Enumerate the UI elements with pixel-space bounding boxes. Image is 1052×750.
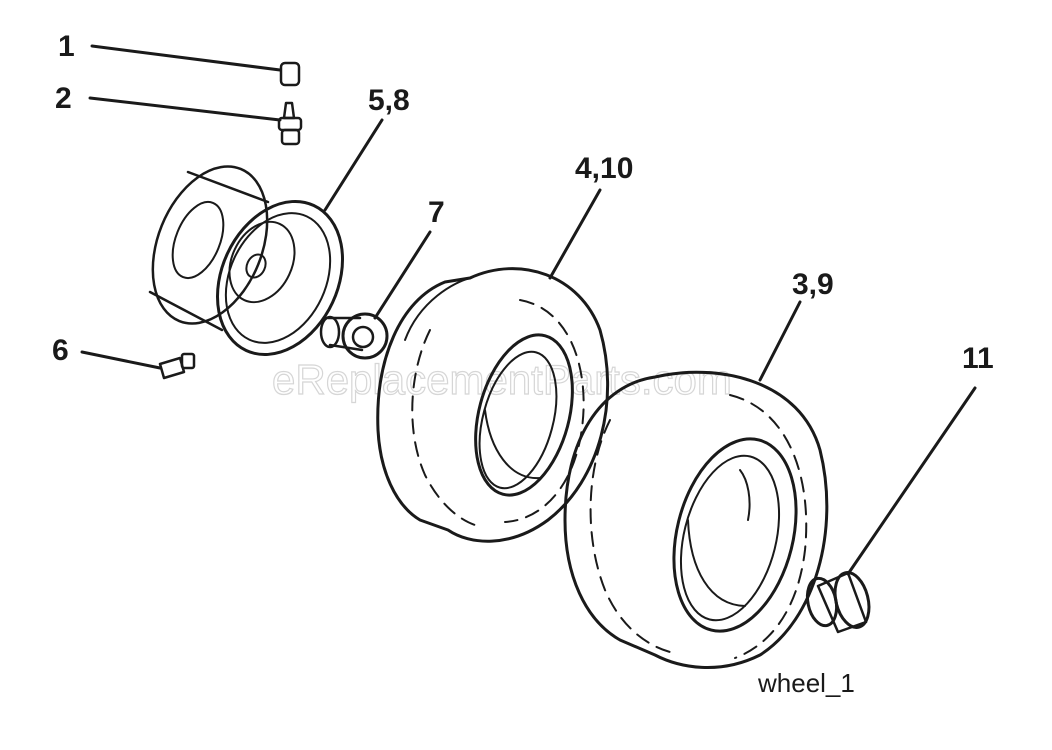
callout-5-8: 5,8 [368,84,410,117]
grease-fitting-part [158,352,196,380]
callout-1: 1 [58,30,75,63]
leader-11 [846,386,977,576]
rear-tire-part [563,370,829,670]
callout-11: 11 [962,342,994,375]
leader-5-8 [323,118,384,212]
callout-6: 6 [52,334,69,367]
leader-7 [373,230,432,320]
valve-cap-part [279,61,301,87]
bushing-part [319,312,389,360]
front-tire-part [376,267,610,543]
callout-7: 7 [428,196,445,229]
leader-3-9 [758,300,802,382]
callout-3-9: 3,9 [792,268,834,301]
leader-4-10 [548,188,602,280]
leader-lines [80,44,977,576]
valve-stem-part [277,101,303,146]
figure-caption: wheel_1 [757,668,855,698]
wheel-rim-part [148,165,344,357]
leader-1 [90,44,282,72]
leader-2 [88,96,282,122]
leader-6 [80,350,162,370]
watermark: eReplacementParts.com [272,356,732,403]
hub-cap-part [805,571,871,634]
callout-4-10: 4,10 [575,152,633,185]
callout-2: 2 [55,82,72,115]
